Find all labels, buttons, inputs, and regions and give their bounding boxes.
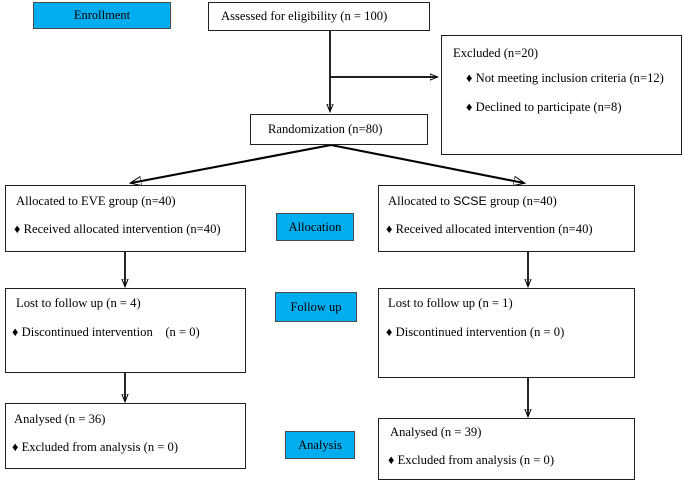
node-excluded-item-0-text: Not meeting inclusion criteria (n=12) <box>475 71 664 85</box>
node-follow-left-title: Lost to follow up (n = 4) <box>16 296 141 310</box>
node-follow-right-item-0-text: Discontinued intervention (n = 0) <box>395 325 565 339</box>
assessed-title-post: = 100) <box>350 9 388 23</box>
node-excluded <box>441 35 682 155</box>
node-follow-left <box>5 288 246 373</box>
node-analysed-left-title: Analysed (n = 36) <box>14 412 106 426</box>
stage-label-allocation: Allocation <box>276 213 354 241</box>
node-assessed-title: Assessed for eligibility (n = 100) <box>221 9 387 25</box>
stage-label-follow-up: Follow up <box>275 292 357 322</box>
stage-label-enrollment-text: Enrollment <box>73 8 131 23</box>
node-excluded-item-1: ♦ Declined to participate (n=8) <box>466 100 622 116</box>
alloc-right-title-strong: SCSE <box>453 194 487 208</box>
alloc-right-title-pre: Allocated to <box>388 194 454 208</box>
node-analysed-left <box>5 403 246 469</box>
stage-label-analysis: Analysis <box>285 431 355 459</box>
bullet-icon: ♦ <box>14 222 21 236</box>
bullet-icon: ♦ <box>12 440 19 454</box>
node-alloc-right <box>378 185 635 252</box>
node-alloc-right-title: Allocated to SCSE group (n=40) <box>388 194 557 210</box>
node-alloc-left-item-0-text: Received allocated intervention (n=40) <box>23 222 221 236</box>
assessed-title-pre: Assessed for eligibility ( <box>221 9 345 23</box>
alloc-right-title-post: group (n=40) <box>486 194 557 208</box>
bullet-icon: ♦ <box>12 325 19 339</box>
node-alloc-right-item-0: ♦ Received allocated intervention (n=40) <box>386 222 593 238</box>
stage-label-follow-up-text: Follow up <box>290 299 342 314</box>
wire-randomization-to-alloc-left <box>131 143 332 183</box>
node-follow-right-title: Lost to follow up (n = 1) <box>388 296 513 310</box>
node-analysed-right <box>378 418 635 480</box>
node-analysed-left-item-0-text: Excluded from analysis (n = 0) <box>21 440 179 454</box>
node-follow-left-item-0: ♦ Discontinued intervention (n = 0) <box>12 325 200 341</box>
node-alloc-right-item-0-text: Received allocated intervention (n=40) <box>395 222 593 236</box>
node-analysed-left-item-0: ♦ Excluded from analysis (n = 0) <box>12 440 178 456</box>
node-randomization <box>250 114 428 145</box>
node-randomization-title: Randomization (n=80) <box>268 122 383 136</box>
node-alloc-left <box>5 185 246 252</box>
node-assessed-for-eligibility <box>208 2 430 31</box>
node-analysed-right-title: Analysed (n = 39) <box>390 425 482 439</box>
bullet-icon: ♦ <box>386 325 393 339</box>
stage-label-analysis-text: Analysis <box>298 437 342 452</box>
node-follow-left-item-0-text: Discontinued intervention (n = 0) <box>21 325 200 339</box>
bullet-icon: ♦ <box>466 71 473 85</box>
node-follow-right <box>378 288 635 378</box>
bullet-icon: ♦ <box>466 100 473 114</box>
node-analysed-right-item-0: ♦ Excluded from analysis (n = 0) <box>388 453 554 469</box>
node-excluded-title: Excluded (n=20) <box>453 46 539 60</box>
assessed-title-italic-n: n <box>344 9 351 23</box>
node-excluded-item-1-text: Declined to participate (n=8) <box>475 100 622 114</box>
node-alloc-left-title: Allocated to EVE group (n=40) <box>16 194 176 208</box>
stage-label-allocation-text: Allocation <box>288 219 342 234</box>
bullet-icon: ♦ <box>388 453 395 467</box>
bullet-icon: ♦ <box>386 222 393 236</box>
node-excluded-item-0: ♦ Not meeting inclusion criteria (n=12) <box>466 71 664 87</box>
node-analysed-right-item-0-text: Excluded from analysis (n = 0) <box>397 453 555 467</box>
stage-label-enrollment: Enrollment <box>33 2 171 29</box>
node-follow-right-item-0: ♦ Discontinued intervention (n = 0) <box>386 325 564 341</box>
node-alloc-left-item-0: ♦ Received allocated intervention (n=40) <box>14 222 221 238</box>
